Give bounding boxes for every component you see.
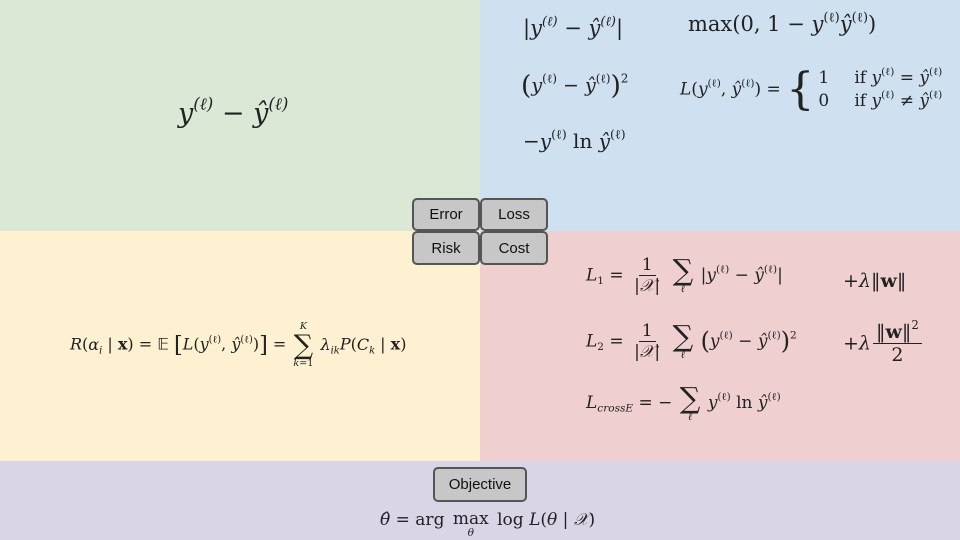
cost-l2-formula: L2 = 1|𝒳| ∑ℓ (y(ℓ) − ŷ(ℓ))2 [586,319,797,362]
loss-log-formula: −y(ℓ) ln ŷ(ℓ) [523,126,626,153]
risk-formula: R(αi | x) = 𝔼 [L(y(ℓ), ŷ(ℓ))] = K∑k=1 λi… [70,321,407,369]
loss-button[interactable]: Loss [480,198,548,231]
loss-squared-formula: (y(ℓ) − ŷ(ℓ))2 [521,70,629,101]
loss-hinge-formula: max(0, 1 − y(ℓ)ŷ(ℓ)) [688,10,877,36]
error-formula: y(ℓ) − ŷ(ℓ) [178,93,289,129]
error-quadrant [0,0,480,231]
cost-quadrant [480,231,960,461]
cost-l1-formula: L1 = 1|𝒳| ∑ℓ |y(ℓ) − ŷ(ℓ)| [586,253,783,296]
objective-button[interactable]: Objective [433,467,527,502]
loss-quadrant [480,0,960,231]
cost-button[interactable]: Cost [480,231,548,265]
risk-quadrant [0,231,480,461]
cost-l1-reg: +λ‖w‖ [843,270,907,292]
risk-button[interactable]: Risk [412,231,480,265]
cost-cross-entropy-formula: LcrossE = − ∑ℓ y(ℓ) ln ŷ(ℓ) [586,381,781,423]
error-button[interactable]: Error [412,198,480,231]
loss-abs-formula: |y(ℓ) − ŷ(ℓ)| [523,14,624,40]
